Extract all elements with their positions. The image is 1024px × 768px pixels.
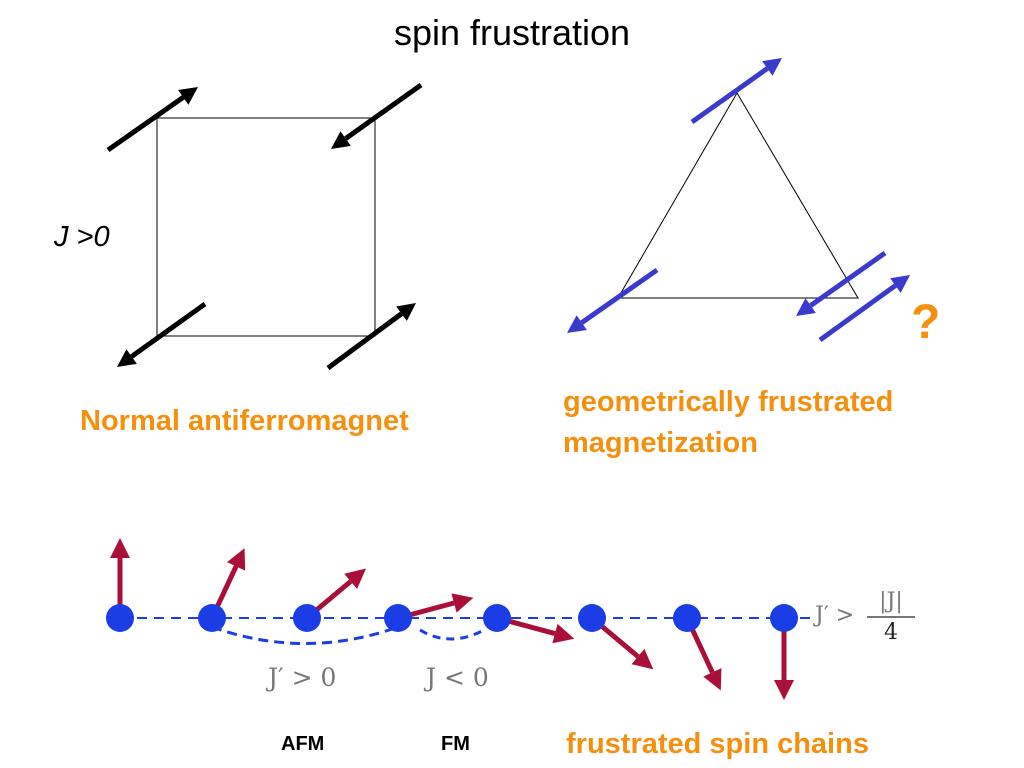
chain-site bbox=[483, 604, 511, 632]
afm-coupling-label: J′ > 0 bbox=[268, 663, 337, 692]
chain-site bbox=[198, 604, 226, 632]
spin-arrow-bottom-right-head bbox=[396, 303, 416, 321]
chain-spin-arrow-head bbox=[703, 668, 722, 691]
spin-arrow-right-down-shaft bbox=[809, 250, 887, 308]
chain-site bbox=[384, 604, 412, 632]
afm-label: AFM bbox=[281, 733, 325, 755]
chain-site bbox=[673, 604, 701, 632]
spin-arrow-bottom-left-head bbox=[117, 349, 137, 367]
square-lattice bbox=[156, 117, 376, 337]
spin-arrow-top-head bbox=[762, 58, 782, 76]
spin-arrow-right-up-shaft bbox=[818, 283, 897, 343]
slide-title: spin frustration bbox=[393, 12, 631, 53]
square-spins bbox=[106, 82, 423, 371]
chain-spin-arrow-head bbox=[451, 593, 474, 613]
triangle-caption: geometrically frustrated magnetization bbox=[563, 386, 894, 459]
chain-site bbox=[106, 604, 134, 632]
triangle-lattice bbox=[617, 92, 859, 299]
chain-caption: frustrated spin chains bbox=[566, 728, 869, 760]
chain-sites bbox=[106, 604, 798, 632]
afm-coupling-arc bbox=[211, 625, 399, 645]
spin-arrow-left bbox=[567, 267, 659, 333]
spin-arrow-top-right-shaft bbox=[344, 82, 423, 141]
spin-arrow-left-shaft bbox=[580, 267, 659, 325]
spin-arrow-top-left bbox=[106, 87, 198, 153]
fraction-bar bbox=[867, 616, 915, 618]
spin-arrow-bottom-left bbox=[117, 301, 207, 367]
chain-site bbox=[770, 604, 798, 632]
spin-arrow-top-shaft bbox=[690, 66, 769, 125]
chain-spin-arrow-head bbox=[344, 568, 366, 590]
spin-arrow-right-up-head bbox=[890, 275, 910, 293]
condition-denominator: 4 bbox=[884, 620, 898, 645]
chain-spin-arrow-head bbox=[774, 680, 794, 700]
chain-spin-arrow-head bbox=[631, 648, 654, 670]
fm-coupling-arc bbox=[419, 628, 485, 641]
spin-arrow-top-right-head bbox=[331, 131, 351, 149]
spin-arrow-right-down-head bbox=[796, 298, 816, 316]
spin-arrow-top-right bbox=[331, 82, 423, 149]
spin-arrow-right-down bbox=[796, 250, 887, 316]
spin-arrow-top-left-head bbox=[178, 87, 198, 105]
chain-site bbox=[293, 604, 321, 632]
question-mark: ? bbox=[911, 296, 941, 349]
spin-arrow-right-up bbox=[818, 275, 910, 343]
spin-arrow-left-head bbox=[567, 315, 587, 333]
chain-spin-arrow-head bbox=[227, 548, 246, 571]
chain-spin-arrow-head bbox=[552, 623, 575, 644]
fm-label: FM bbox=[441, 733, 470, 755]
spin-arrow-bottom-right bbox=[326, 303, 416, 371]
condition-numerator: |J| bbox=[879, 589, 903, 614]
frustration-condition: J′ > |J| 4 bbox=[815, 589, 915, 645]
chain-spin-arrow-head bbox=[110, 538, 130, 558]
condition-fraction: |J| 4 bbox=[867, 589, 915, 645]
fm-coupling-label: J < 0 bbox=[426, 663, 489, 692]
spin-arrow-bottom-right-shaft bbox=[326, 311, 404, 371]
spin-arrow-top bbox=[690, 58, 782, 125]
square-caption: Normal antiferromagnet bbox=[80, 405, 409, 437]
triangle-spins bbox=[567, 58, 910, 343]
coupling-label-square: J >0 bbox=[54, 221, 110, 253]
condition-lhs: J′ > bbox=[815, 603, 855, 628]
chain-site bbox=[578, 604, 606, 632]
spin-arrow-bottom-left-shaft bbox=[130, 301, 207, 359]
spin-arrow-top-left-shaft bbox=[106, 95, 185, 153]
